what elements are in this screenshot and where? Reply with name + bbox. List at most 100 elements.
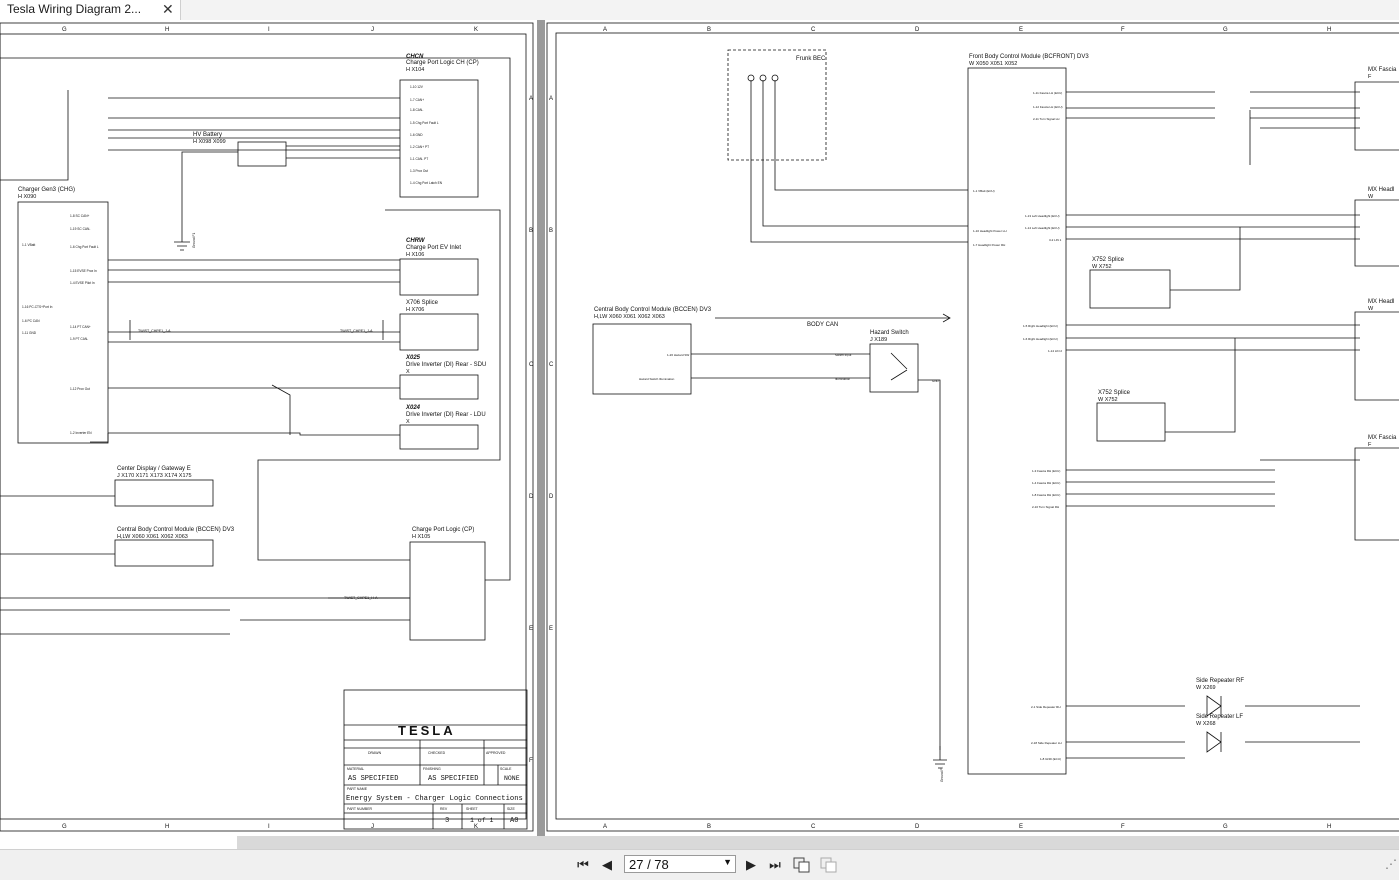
x752-splice-b-name: X752 Splice (1098, 390, 1131, 396)
right-schematic: A B C D E F G H A B C D E F G H A B (546, 22, 1399, 832)
left-col-letter: G (62, 824, 67, 830)
document-tab[interactable]: Tesla Wiring Diagram 2... ✕ (0, 0, 181, 20)
cp-pin: 1-10 12V (410, 85, 424, 89)
cp-pin: 1-7 CAN+ (410, 98, 424, 102)
hazard-pin: Switch Input (835, 353, 852, 357)
right-row-letter: E (549, 626, 553, 632)
left-row-letter: B (529, 228, 533, 234)
sheet-label: SHEET (466, 807, 479, 811)
mx-headlight-a-name: MX Headl (1368, 187, 1394, 193)
material-label: MATERIAL (347, 767, 364, 771)
bcfront-pin: 1-4 Fascia RH (ECU) (1032, 481, 1060, 485)
size-label: SIZE (507, 807, 515, 811)
bcfront-pin: 1-14 Left Headlight (ECU) (1025, 226, 1060, 230)
mx-headlight-b-ref: W (1368, 306, 1374, 312)
x025-ref: X (406, 369, 410, 375)
page-number-select[interactable]: 27 / 78 ▼ (624, 855, 736, 873)
ground-label: Ground F1 (192, 233, 196, 248)
charger-pin: 1-14 PT CAN+ (70, 325, 91, 329)
copy-page-icon[interactable] (793, 857, 811, 873)
left-row-letter: A (529, 96, 533, 102)
hazard-switch-name: Hazard Switch (870, 330, 909, 336)
right-row-letter: D (549, 494, 554, 500)
left-col-letter: I (268, 824, 270, 830)
tab-title[interactable]: Tesla Wiring Diagram 2... (7, 2, 142, 16)
mx-headlight-a-ref: W (1368, 194, 1374, 200)
cp-pin: 1-2 CAN+ PT (410, 145, 429, 149)
charger-pin: 1-15 EVSE Prox In (70, 269, 97, 273)
side-repeater-lf-name: Side Repeater LF (1196, 714, 1243, 720)
sheet-value: 1 of 1 (470, 817, 494, 824)
tab-bar: Tesla Wiring Diagram 2... ✕ (0, 0, 1399, 21)
charger-pin: 1-8 SC CAN+ (70, 214, 90, 218)
prev-page-icon[interactable]: ◀ (602, 857, 612, 872)
last-page-icon[interactable]: ⏭ (769, 857, 781, 872)
left-col-letter: G (62, 27, 67, 33)
bcfront-pin: 1-1 VBatt (ECU) (973, 189, 995, 193)
hazard-pin: GND (932, 379, 940, 383)
page-navigation-bar: ⏮ ◀ 27 / 78 ▼ ▶ ⏭ ⋰ (0, 849, 1399, 880)
left-row-letter: D (529, 494, 534, 500)
mx-fascia-b-name: MX Fascia (1368, 435, 1397, 441)
cp-pin: 1-3 Prox Out (410, 169, 428, 173)
right-sheet-page: A B C D E F G H A B C D E F G H A B (545, 20, 1399, 836)
cp-pin: 1-1 CAN- PT (410, 157, 428, 161)
paste-page-icon[interactable] (820, 857, 838, 873)
right-col-letter: E (1019, 824, 1023, 830)
checked-label: CHECKED (428, 751, 446, 755)
resize-grip-icon[interactable]: ⋰ (1385, 857, 1397, 871)
bccen-name: Central Body Control Module (BCCEN) DV3 (117, 527, 235, 533)
right-col-letter: D (915, 27, 920, 33)
close-icon[interactable]: ✕ (162, 1, 174, 17)
left-row-letter: E (529, 626, 533, 632)
left-row-labels: A B C D E F (529, 96, 534, 764)
document-viewer[interactable]: G H I J K G H I J K A B C D E F (0, 20, 1399, 836)
x024-code: X024 (405, 405, 421, 411)
left-col-letter: J (371, 27, 374, 33)
chrw-code: CHRW (406, 238, 426, 244)
cp-name: Charge Port Logic CH (CP) (406, 60, 479, 66)
hazard-pin: Illumination (835, 377, 851, 381)
bccen-name: Central Body Control Module (BCCEN) DV3 (594, 307, 712, 313)
cp-pin: 1-4 Chg Port Latch EN (410, 181, 443, 185)
mx-fascia-a-name: MX Fascia (1368, 67, 1397, 73)
right-col-letter: B (707, 824, 711, 830)
right-col-letter: B (707, 27, 711, 33)
horizontal-scrollbar[interactable] (237, 836, 1399, 849)
charger-pin: 1-9 PT CAN- (70, 337, 88, 341)
charger-pin: 1-16 PC-CTS+Port In (22, 305, 53, 309)
twist-label: TWIST_CHPE1_J-A (340, 329, 373, 333)
page-number-value: 27 / 78 (629, 857, 669, 872)
chevron-down-icon[interactable]: ▼ (723, 857, 732, 867)
right-col-letter: H (1327, 27, 1331, 33)
x024-ref: X (406, 419, 410, 425)
side-repeater-lf-ref: W X268 (1196, 721, 1216, 727)
bcfront-pin: 1-12 Fascia LH (ECU) (1033, 105, 1063, 109)
bcfront-pin: 1-14 LIN 2 (1048, 349, 1062, 353)
right-row-letter: A (549, 96, 553, 102)
bcfront-pin: 1-7 Headlight Power RH (973, 243, 1005, 247)
bcfront-pin: 2-11 Turn Signal LH (1033, 117, 1059, 121)
material-value: AS SPECIFIED (348, 775, 398, 783)
left-col-letter: K (474, 27, 478, 33)
charger-pin: 1-12 Prox Out (70, 387, 90, 391)
right-col-letter: F (1121, 27, 1125, 33)
first-page-icon[interactable]: ⏮ (577, 857, 589, 872)
charge-port-logic-ref: H X105 (412, 534, 430, 540)
finishing-label: FINISHING (423, 767, 441, 771)
left-column-labels-bottom: G H I J K (62, 824, 478, 830)
bccen-pin: Hazard Switch Illumination (639, 377, 675, 381)
right-col-letter: A (603, 27, 607, 33)
cp-pin: 1-6 GND (410, 133, 423, 137)
bcfront-pin: 1-13 Left Headlight (ECU) (1025, 214, 1060, 218)
drawn-label: DRAWN (368, 751, 382, 755)
charger-pin: 1-11 GND (22, 331, 37, 335)
left-row-letter: C (529, 362, 534, 368)
right-col-letter: C (811, 27, 816, 33)
frunk-bec-name: Frunk BEC (796, 56, 826, 62)
bcfront-pin: 1-3 Fascia RH (ECU) (1032, 469, 1060, 473)
bcfront-pin: 1-8 GND (ECU) (1040, 757, 1061, 761)
next-page-icon[interactable]: ▶ (746, 857, 756, 872)
size-value: A0 (510, 817, 518, 825)
tesla-logo: TESLA (398, 723, 456, 738)
